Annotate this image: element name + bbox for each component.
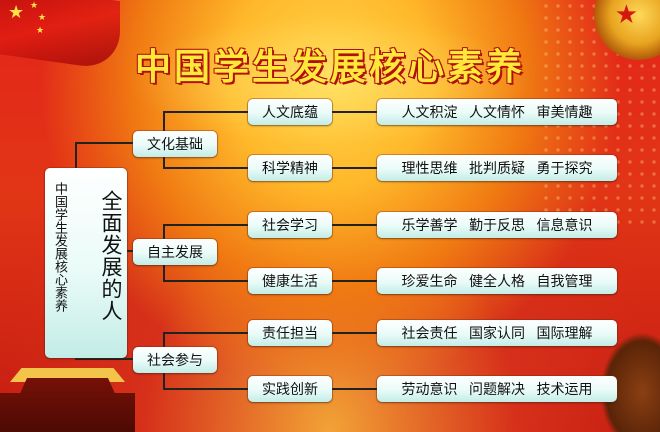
root-main-label: 全面发展的人: [99, 190, 123, 322]
flag-star-icon: ★: [30, 1, 39, 11]
points-node: 人文积淀 人文情怀 审美情趣: [377, 99, 617, 125]
connector-line: [332, 224, 377, 226]
points-node: 社会责任 国家认同 国际理解: [377, 320, 617, 346]
flag-star-icon: ★: [38, 13, 47, 23]
connector-line: [163, 111, 248, 113]
quality-node: 责任担当: [248, 320, 332, 346]
connector-line: [163, 280, 248, 282]
background-glow: [110, 10, 550, 150]
quality-node: 人文底蕴: [248, 99, 332, 125]
points-node: 劳动意识 问题解决 技术运用: [377, 376, 617, 402]
flag-star-icon: ★: [36, 26, 45, 36]
connector-line: [163, 167, 248, 169]
connector-line: [163, 332, 248, 334]
connector-line: [332, 280, 377, 282]
page-title: 中国学生发展核心素养: [134, 47, 525, 88]
connector-line: [163, 224, 248, 226]
points-node: 珍爱生命 健全人格 自我管理: [377, 268, 617, 294]
connector-line: [332, 111, 377, 113]
connector-line: [75, 358, 133, 360]
connector-line: [75, 142, 133, 144]
root-sublabel: 中国学生发展核心素养: [52, 182, 67, 312]
quality-node: 社会学习: [248, 212, 332, 238]
quality-node: 健康生活: [248, 268, 332, 294]
connector-line: [163, 388, 248, 390]
flag-star-icon: ★: [8, 2, 25, 23]
connector-line: [332, 167, 377, 169]
emblem-star-icon: ★: [614, 0, 638, 30]
points-node: 乐学善学 勤于反思 信息意识: [377, 212, 617, 238]
domain-node: 文化基础: [133, 131, 217, 157]
quality-node: 科学精神: [248, 155, 332, 181]
quality-node: 实践创新: [248, 376, 332, 402]
domain-node: 自主发展: [133, 239, 217, 265]
connector-line: [332, 332, 377, 334]
domain-node: 社会参与: [133, 347, 217, 373]
root-node: 中国学生发展核心素养 全面发展的人: [45, 168, 127, 358]
points-node: 理性思维 批判质疑 勇于探究: [377, 155, 617, 181]
connector-line: [332, 388, 377, 390]
